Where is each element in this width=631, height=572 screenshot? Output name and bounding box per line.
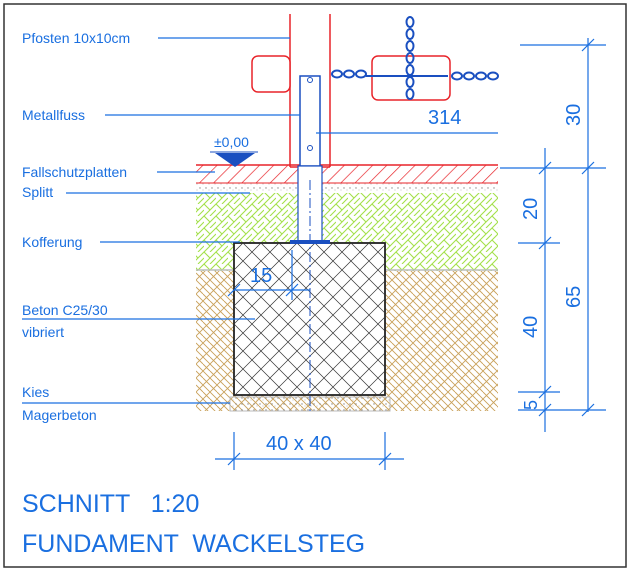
title-line-2: FUNDAMENT WACKELSTEG: [22, 530, 365, 558]
label-magerbeton: Magerbeton: [22, 407, 97, 423]
title-line-1: SCHNITT 1:20: [22, 490, 199, 518]
level-mark: ±0,00: [214, 134, 249, 150]
chain-icon: [331, 16, 499, 100]
label-splitt: Splitt: [22, 184, 53, 200]
dim-post-inset: 15: [250, 265, 272, 287]
fallschutz-layer: [196, 165, 498, 183]
label-pfosten: Pfosten 10x10cm: [22, 30, 130, 46]
level-marker-icon: [215, 153, 255, 167]
label-metallfuss: Metallfuss: [22, 107, 85, 123]
dim-right-layer-top: 20: [520, 198, 542, 220]
dim-chain-height: 314: [428, 107, 461, 129]
dim-right-total: 65: [563, 286, 585, 308]
dim-right-concrete: 40: [520, 316, 542, 338]
label-fallschutz: Fallschutzplatten: [22, 164, 127, 180]
label-kofferung: Kofferung: [22, 234, 82, 250]
splitt-layer: [196, 183, 498, 193]
right-dimension-lines: [500, 38, 606, 432]
label-kies: Kies: [22, 384, 49, 400]
leader-lines: [22, 37, 300, 404]
post: [251, 14, 451, 168]
dim-right-base: 5: [521, 400, 541, 410]
dim-footing-size: 40 x 40: [266, 433, 332, 455]
label-vibriert: vibriert: [22, 324, 64, 340]
dim-right-outer: 30: [563, 104, 585, 126]
label-beton: Beton C25/30: [22, 302, 108, 318]
